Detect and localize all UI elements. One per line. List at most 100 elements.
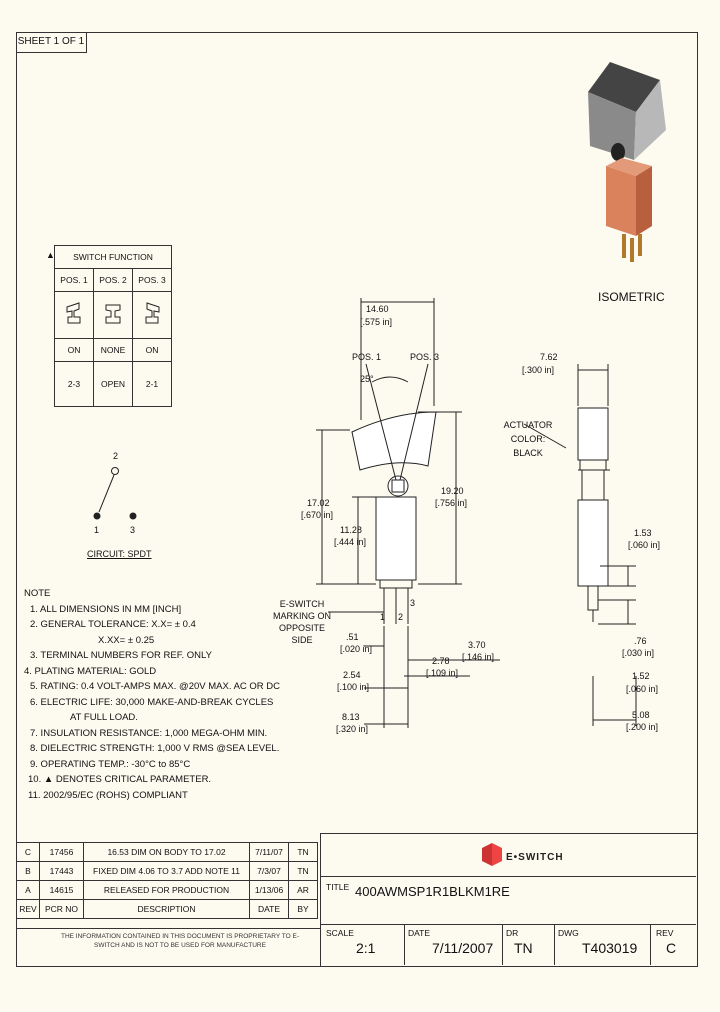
circuit-label: CIRCUIT: SPDT <box>87 549 152 559</box>
disclaimer: THE INFORMATION CONTAINED IN THIS DOCUME… <box>61 933 299 949</box>
rev-value: C <box>666 940 677 956</box>
revision-header: REV PCR NO DESCRIPTION DATE BY <box>16 899 318 919</box>
dim-051-in: [.020 in] <box>340 644 373 654</box>
dim-height-lower-in: [.444 in] <box>334 537 367 547</box>
dim-508: 5.08 <box>632 710 650 720</box>
circuit-pin-2: 2 <box>113 451 119 461</box>
dim-152-in: [.060 in] <box>626 684 659 694</box>
dim-370-in: [.146 in] <box>462 652 495 662</box>
date-cell: 1/13/06 <box>249 880 289 900</box>
pos-header: POS. 1 <box>54 268 94 292</box>
dim-153-in: [.060 in] <box>628 540 661 550</box>
divider <box>320 876 696 877</box>
by-cell: TN <box>288 861 318 881</box>
pcr-cell: 14615 <box>39 880 84 900</box>
dim-height-body-in: [.756 in] <box>435 498 468 508</box>
dim-076: .76 <box>634 636 647 646</box>
desc-cell: FIXED DIM 4.06 TO 3.7 ADD NOTE 11 <box>83 861 250 881</box>
circuit-cell: 2-3 <box>54 361 94 407</box>
pcr-header-cell: PCR NO <box>39 899 84 919</box>
date-cell: 7/11/07 <box>249 842 289 862</box>
divider <box>320 924 696 925</box>
pcr-cell: 17456 <box>39 842 84 862</box>
isometric-label: ISOMETRIC <box>598 290 665 304</box>
divider <box>554 924 555 965</box>
scale-value: 2:1 <box>356 940 376 956</box>
pin-mark-2: 2 <box>398 612 404 622</box>
critical-marker: ▲ <box>46 250 55 260</box>
dim-370: 3.70 <box>468 640 486 650</box>
side-view <box>523 364 637 726</box>
pin-mark-1: 1 <box>380 612 386 622</box>
dim-152: 1.52 <box>632 671 650 681</box>
note-line: 4. PLATING MATERIAL: GOLD <box>24 665 157 677</box>
brand-name: E•SWITCH <box>506 852 564 863</box>
rocker-pos2-icon <box>93 291 133 339</box>
circuit-contact-line <box>98 474 115 513</box>
dwg-label: DWG <box>558 928 579 938</box>
desc-cell: 16.53 DIM ON BODY TO 17.02 <box>83 842 250 862</box>
rev-cell: B <box>16 861 40 881</box>
dim-762-in: [.300 in] <box>522 365 555 375</box>
circuit-cell: 2-1 <box>132 361 172 407</box>
circuit-pin-1: 1 <box>94 525 100 535</box>
dim-278: 2.78 <box>432 656 450 666</box>
revision-row: B 17443 FIXED DIM 4.06 TO 3.7 ADD NOTE 1… <box>16 861 318 881</box>
divider <box>650 924 651 965</box>
dim-051: .51 <box>346 632 359 642</box>
by-header-cell: BY <box>288 899 318 919</box>
dim-width-top: 14.60 <box>366 304 389 314</box>
circuit-terminal-1 <box>93 512 101 520</box>
note-line: 1. ALL DIMENSIONS IN MM [INCH] <box>30 603 182 615</box>
circuit-pin-3: 3 <box>130 525 136 535</box>
dim-height-total: 17.02 <box>307 498 330 508</box>
revision-table: C 17456 16.53 DIM ON BODY TO 17.02 7/11/… <box>16 842 318 919</box>
dim-153: 1.53 <box>634 528 652 538</box>
title-label: TITLE <box>326 882 350 892</box>
rev-cell: C <box>16 842 40 862</box>
label-pos3: POS. 3 <box>410 352 440 362</box>
part-number: 400AWMSP1R1BLKM1RE <box>355 884 510 899</box>
divider <box>16 928 320 929</box>
by-cell: TN <box>288 842 318 862</box>
revision-row: A 14615 RELEASED FOR PRODUCTION 1/13/06 … <box>16 880 318 900</box>
sheet-number: SHEET 1 OF 1 <box>16 32 87 53</box>
desc-cell: RELEASED FOR PRODUCTION <box>83 880 250 900</box>
note-line: 2. GENERAL TOLERANCE: X.X= ± 0.4 <box>30 619 196 630</box>
note-line: 7. INSULATION RESISTANCE: 1,000 MEGA-OHM… <box>30 727 268 739</box>
dim-762: 7.62 <box>540 352 558 362</box>
front-view <box>316 298 500 728</box>
dim-width-top-in: [.575 in] <box>360 317 393 327</box>
pin-mark-3: 3 <box>410 598 416 608</box>
dr-value: TN <box>514 940 533 956</box>
dim-508-in: [.200 in] <box>626 722 659 732</box>
note-line: X.XX= ± 0.25 <box>98 634 155 646</box>
note-line: 5. RATING: 0.4 VOLT-AMPS MAX. @20V MAX. … <box>30 681 281 692</box>
dim-254-in: [.100 in] <box>337 682 370 692</box>
circuit-terminal-3 <box>129 512 137 520</box>
dim-076-in: [.030 in] <box>622 648 655 658</box>
dim-254: 2.54 <box>343 670 361 680</box>
switch-function-title: SWITCH FUNCTION <box>54 245 172 269</box>
actuator-color-note: ACTUATOR COLOR: BLACK <box>503 420 553 458</box>
rev-header-cell: REV <box>16 899 40 919</box>
note-line: AT FULL LOAD. <box>70 712 138 723</box>
rev-cell: A <box>16 880 40 900</box>
marking-note: E-SWITCH MARKING ON OPPOSITE SIDE <box>272 599 331 645</box>
desc-header-cell: DESCRIPTION <box>83 899 250 919</box>
state-cell: NONE <box>93 338 133 362</box>
by-cell: AR <box>288 880 318 900</box>
circuit-terminal-2 <box>111 467 119 475</box>
divider <box>502 924 503 965</box>
scale-label: SCALE <box>326 928 354 938</box>
dim-813: 8.13 <box>342 712 360 722</box>
date-cell: 7/3/07 <box>249 861 289 881</box>
note-line: 3. TERMINAL NUMBERS FOR REF. ONLY <box>30 650 212 661</box>
dim-height-body: 19.20 <box>441 486 464 496</box>
switch-function-table: SWITCH FUNCTION POS. 1 POS. 2 POS. 3 ON … <box>54 245 172 407</box>
notes-block: NOTE 1. ALL DIMENSIONS IN MM [INCH] 2. G… <box>24 586 280 803</box>
pcr-cell: 17443 <box>39 861 84 881</box>
note-line: 11. 2002/95/EC (ROHS) COMPLIANT <box>28 789 188 801</box>
rev-label: REV <box>656 928 674 938</box>
dim-height-lower: 11.28 <box>340 525 362 535</box>
